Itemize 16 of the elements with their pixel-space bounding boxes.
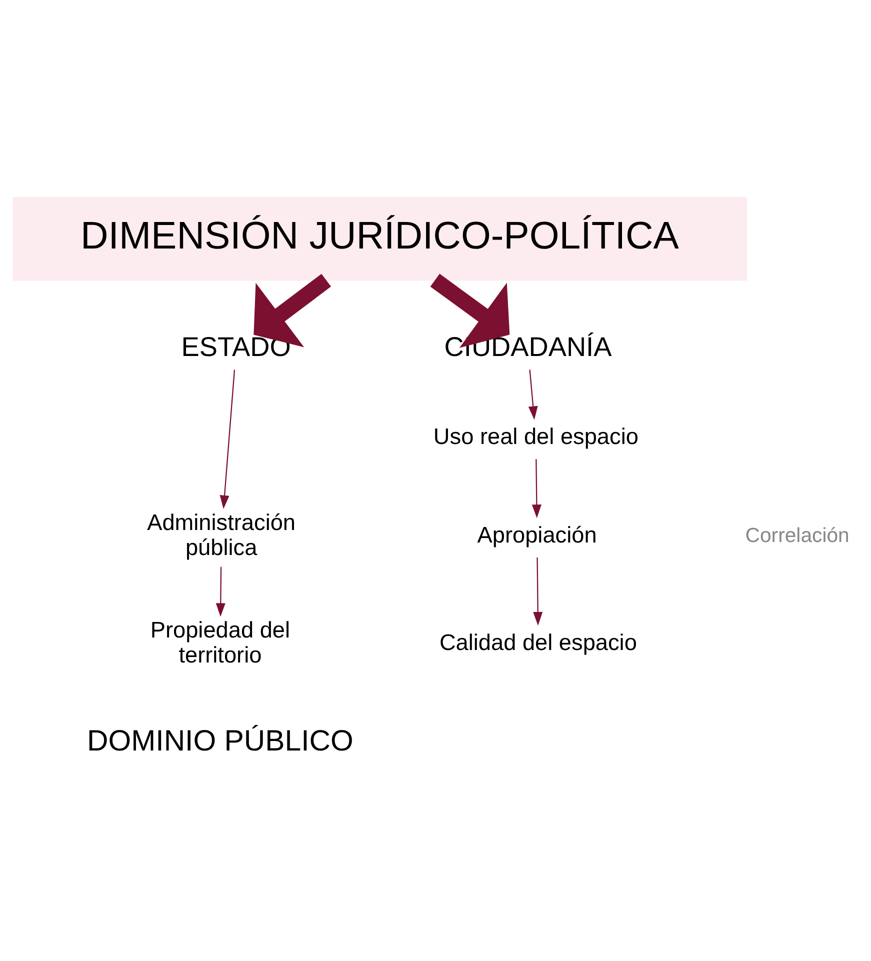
arrow [533, 556, 543, 626]
node-text: Administración pública [147, 510, 296, 560]
arrow [216, 566, 226, 616]
node-text: Apropiación [477, 522, 597, 548]
node-box: DIMENSIÓN JURÍDICO-POLÍTICA [12, 196, 747, 280]
node-text: Uso real del espacio [433, 424, 638, 449]
arrow [254, 273, 331, 347]
node-text: Calidad del espacio [439, 630, 637, 655]
node-text: Propiedad del territorio [150, 617, 290, 668]
label: Correlación [745, 524, 850, 546]
arrow [220, 369, 236, 508]
arrow [528, 369, 538, 420]
label: DOMINIO PÚBLICO [87, 724, 354, 758]
node-text: CIUDADANÍA [444, 330, 612, 362]
arrow [430, 273, 510, 348]
arrow [532, 458, 542, 518]
